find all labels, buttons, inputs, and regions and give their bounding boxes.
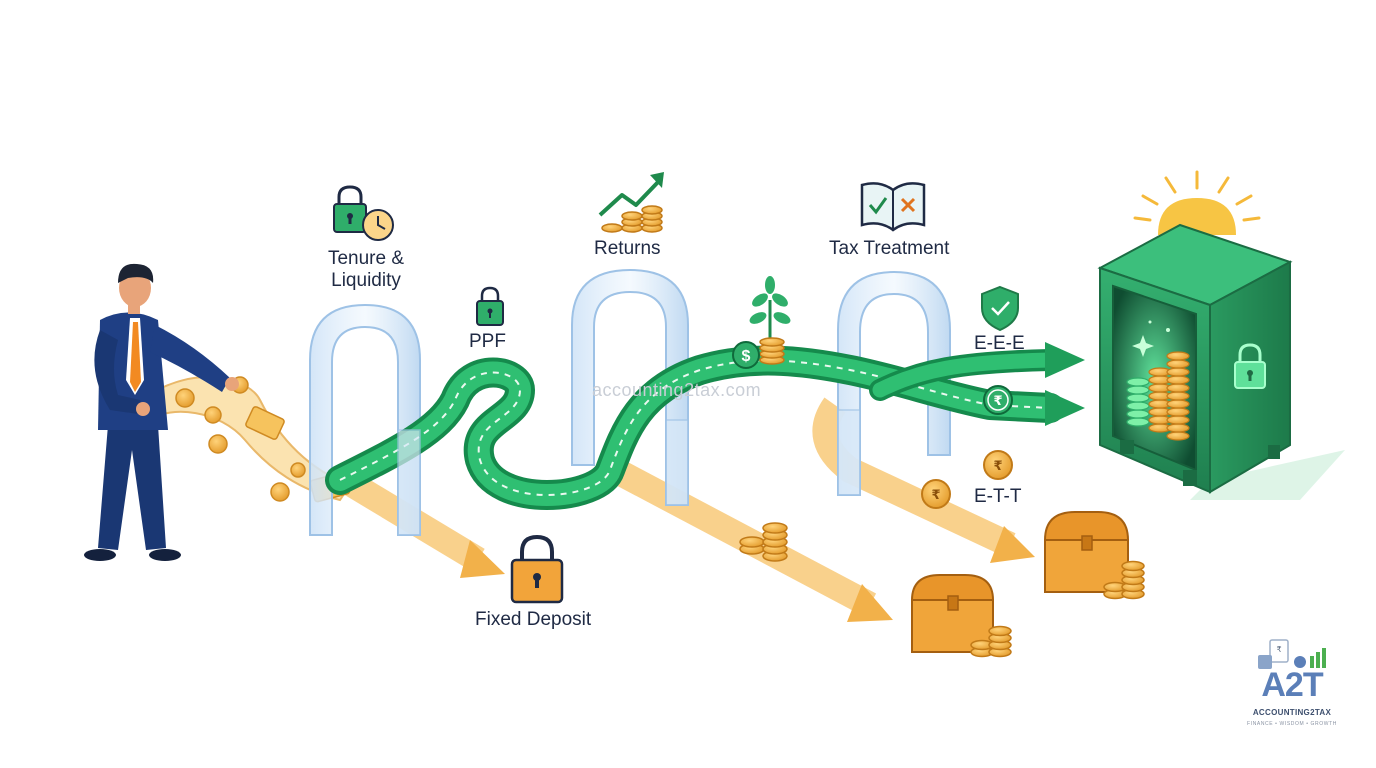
- vault-icon: [1097, 223, 1345, 500]
- svg-text:₹: ₹: [993, 459, 1002, 474]
- book-check-cross-icon: [860, 182, 926, 232]
- watermark: accounting2tax.com: [592, 380, 762, 400]
- fd-path-2: [608, 458, 893, 622]
- ppf-path: [325, 342, 1085, 510]
- coin-stack: [739, 522, 788, 562]
- lock-icon: [476, 286, 504, 326]
- treasure-chest-icon: [910, 574, 1012, 658]
- svg-text:$: $: [742, 348, 751, 365]
- label-fixed-deposit: Fixed Deposit: [475, 609, 592, 630]
- logo-name: ACCOUNTING2TAX: [1252, 708, 1332, 717]
- svg-text:₹: ₹: [1276, 645, 1281, 654]
- label-ett: E-T-T: [974, 486, 1022, 507]
- label-returns: Returns: [594, 238, 661, 259]
- rupee-coin-icon: ₹: [983, 450, 1013, 480]
- label-tenure-line1: Tenure &: [327, 248, 405, 269]
- businessman: [84, 263, 239, 561]
- growth-coins-icon: [598, 172, 664, 233]
- label-ppf: PPF: [469, 331, 506, 352]
- rupee-coin-icon: ₹: [921, 479, 951, 509]
- label-tenure-line2: Liquidity: [331, 269, 401, 291]
- shield-check-icon: [981, 285, 1019, 332]
- svg-text:₹: ₹: [931, 488, 940, 503]
- a2t-logo-icon: ₹: [1258, 639, 1326, 669]
- rupee-coin-icon: ₹: [983, 385, 1013, 415]
- label-tenure-liquidity: Tenure & Liquidity: [318, 248, 414, 292]
- label-eee: E-E-E: [974, 333, 1025, 354]
- svg-text:₹: ₹: [993, 394, 1002, 409]
- logo-tagline: FINANCE • WISDOM • GROWTH: [1247, 721, 1337, 727]
- logo-mark: A2T: [1261, 666, 1323, 704]
- padlock-icon: [510, 534, 564, 604]
- sun-icon: [1133, 170, 1261, 235]
- arch-front-legs: [397, 409, 861, 536]
- fd-path-1: [338, 468, 505, 578]
- lock-clock-icon: [333, 185, 394, 241]
- label-tax-treatment: Tax Treatment: [829, 238, 950, 259]
- plant-icon: [749, 276, 791, 365]
- treasure-chest-icon: [1043, 511, 1145, 600]
- dollar-coin-icon: $: [732, 341, 760, 369]
